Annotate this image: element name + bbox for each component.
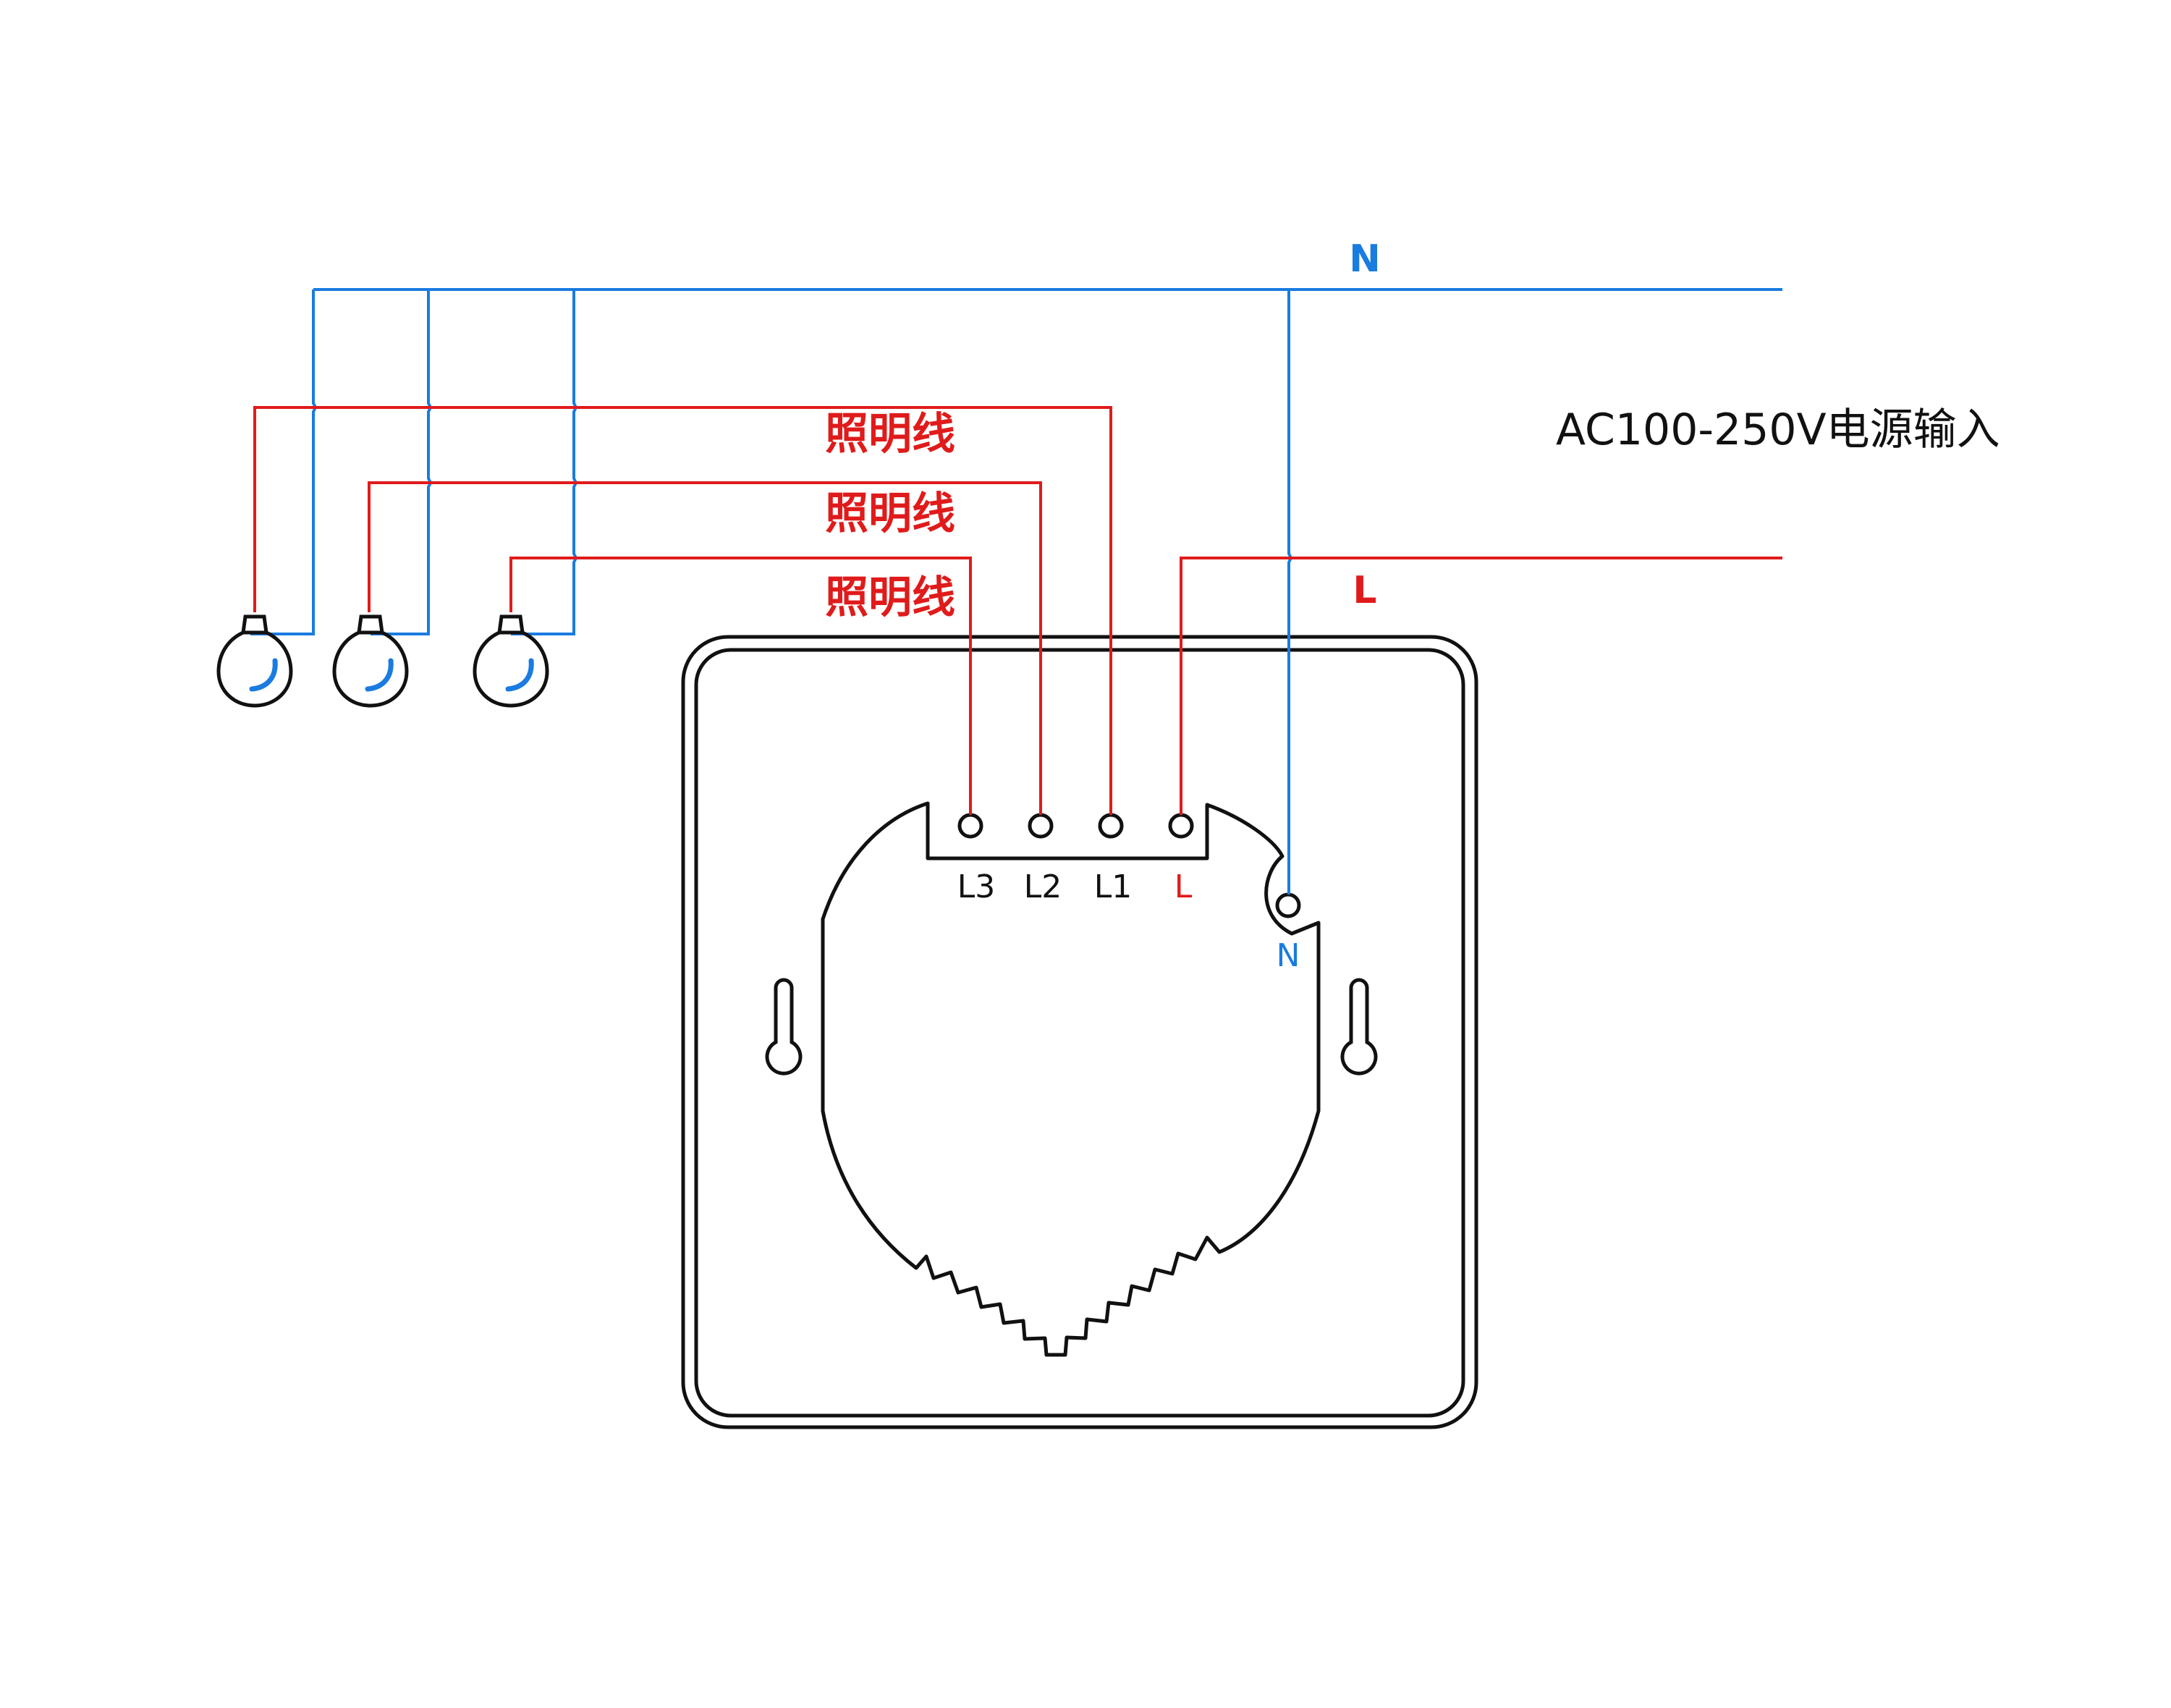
neutral-wiring — [250, 288, 1782, 895]
terminal-l2 — [1028, 813, 1054, 839]
neutral-drop-bulb-3 — [511, 289, 578, 635]
lighting-wire-l1 — [253, 406, 1112, 815]
live-wiring — [253, 406, 1782, 815]
light-bulb-icon — [473, 614, 549, 708]
live-wire-label: L — [1353, 569, 1376, 612]
terminal-label-l2: L2 — [1024, 868, 1062, 905]
terminal-label-n: N — [1277, 937, 1300, 974]
neutral-wire-label: N — [1349, 237, 1381, 281]
switch-back-box — [821, 801, 1321, 1357]
lighting-wire-label-3: 照明线 — [825, 572, 955, 623]
terminal-l — [1168, 813, 1194, 839]
plate-outer-border — [681, 635, 1478, 1429]
terminal-l1 — [1098, 813, 1124, 839]
terminal-l3 — [957, 813, 983, 839]
mounting-slot-left — [765, 978, 803, 1075]
power-input-label: AC100-250V电源输入 — [1556, 405, 2000, 455]
terminal-label-l1: L1 — [1094, 868, 1133, 905]
lighting-wire-l3 — [509, 557, 972, 815]
neutral-drop-bulb-2 — [371, 289, 433, 635]
neutral-drop-bulb-1 — [250, 289, 318, 635]
neutral-to-switch — [1287, 289, 1293, 895]
live-input-line — [1180, 557, 1782, 815]
switch-plate: L3 L2 L1 L N — [681, 635, 1478, 1429]
light-bulb-icon — [216, 614, 293, 708]
plate-inner-border — [694, 648, 1465, 1418]
terminal-n — [1275, 892, 1301, 918]
terminal-label-l3: L3 — [957, 868, 996, 905]
lighting-wire-l2 — [368, 481, 1042, 815]
mounting-slot-right — [1340, 978, 1378, 1075]
terminal-label-l: L — [1175, 868, 1193, 905]
lighting-wire-label-2: 照明线 — [825, 489, 955, 539]
lighting-wire-label-1: 照明线 — [825, 409, 955, 460]
light-bulb-icon — [332, 614, 409, 708]
